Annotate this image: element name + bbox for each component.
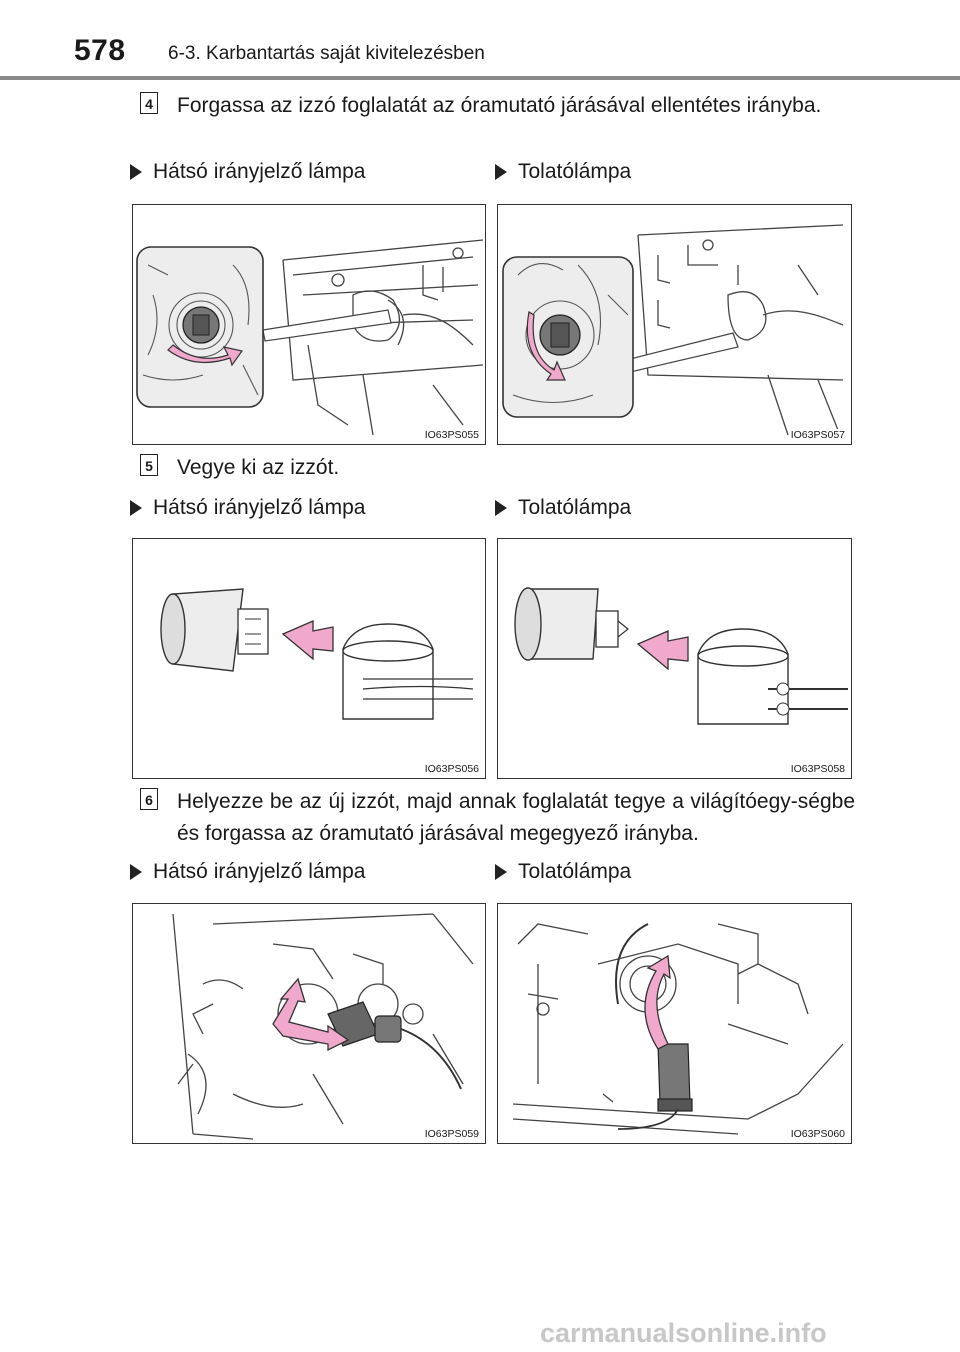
label-text: Tolatólámpa (518, 496, 632, 519)
illustration-lamp-interior (512, 923, 844, 1135)
figure-code: IO63PS056 (423, 763, 480, 775)
label-text: Hátsó irányjelző lámpa (153, 160, 366, 183)
figure-turn-signal-socket-rotate: IO63PS055 (132, 204, 486, 445)
figure-code: IO63PS057 (789, 429, 846, 441)
label-turn-signal: Hátsó irányjelző lámpa (130, 496, 365, 520)
figure-turn-signal-bulb-remove: IO63PS056 (132, 538, 486, 779)
step-number: 5 (140, 454, 158, 476)
label-text: Hátsó irányjelző lámpa (153, 496, 366, 519)
header-rule (0, 76, 960, 80)
step-5: 5 Vegye ki az izzót. (140, 452, 855, 484)
step-text: Vegye ki az izzót. (177, 456, 340, 479)
figure-code: IO63PS060 (789, 1128, 846, 1140)
triangle-right-icon (130, 164, 142, 180)
triangle-right-icon (495, 500, 507, 516)
watermark: carmanualsonline.info (540, 1318, 827, 1348)
figure-code: IO63PS058 (789, 763, 846, 775)
label-text: Tolatólámpa (518, 160, 632, 183)
triangle-right-icon (130, 500, 142, 516)
label-text: Hátsó irányjelző lámpa (153, 860, 366, 883)
step-number: 6 (140, 788, 158, 810)
illustration-lamp-housing (502, 224, 844, 436)
label-turn-signal: Hátsó irányjelző lámpa (130, 860, 365, 884)
label-reverse-lamp: Tolatólámpa (495, 860, 631, 884)
triangle-right-icon (130, 864, 142, 880)
illustration-bulb-and-socket (160, 588, 474, 720)
label-turn-signal: Hátsó irányjelző lámpa (130, 160, 365, 184)
step-6: 6 Helyezze be az új izzót, majd annak fo… (140, 786, 855, 850)
figure-reverse-lamp-bulb-remove: IO63PS058 (497, 538, 852, 779)
triangle-right-icon (495, 864, 507, 880)
figure-reverse-lamp-bulb-install: IO63PS060 (497, 903, 852, 1144)
figure-turn-signal-bulb-install: IO63PS059 (132, 903, 486, 1144)
section-title: 6-3. Karbantartás saját kivitelezésben (168, 43, 485, 64)
step-text: Forgassa az izzó foglalatát az óramutató… (177, 94, 822, 117)
label-reverse-lamp: Tolatólámpa (495, 496, 631, 520)
step-number: 4 (140, 92, 158, 114)
label-reverse-lamp: Tolatólámpa (495, 160, 631, 184)
illustration-lamp-interior (172, 913, 474, 1140)
illustration-lamp-housing (136, 239, 484, 436)
figure-code: IO63PS059 (423, 1128, 480, 1140)
step-text: Helyezze be az új izzót, majd annak fogl… (177, 790, 855, 845)
figure-reverse-lamp-socket-rotate: IO63PS057 (497, 204, 852, 445)
illustration-bulb-and-socket (514, 587, 848, 725)
figure-code: IO63PS055 (423, 429, 480, 441)
step-4: 4 Forgassa az izzó foglalatát az óramuta… (140, 90, 855, 122)
label-text: Tolatólámpa (518, 860, 632, 883)
page-number: 578 (74, 34, 126, 67)
triangle-right-icon (495, 164, 507, 180)
